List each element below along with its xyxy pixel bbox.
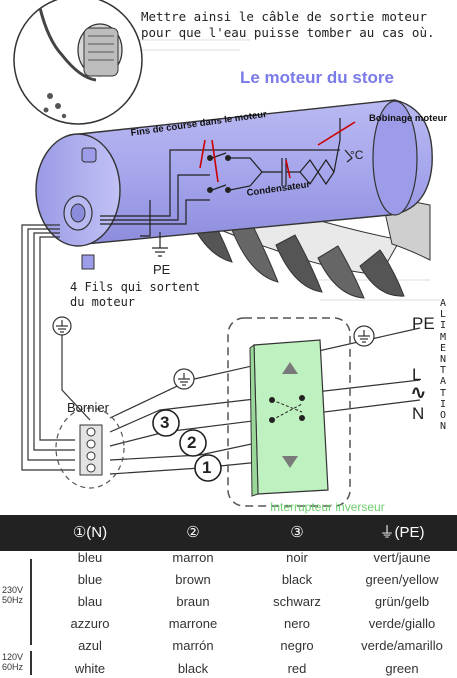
- header-col-pe: ⏚(PE): [379, 524, 425, 541]
- ac-symbol: ∿: [410, 382, 427, 404]
- table-cell: black: [177, 661, 209, 676]
- alimentation-letter: N: [440, 421, 447, 433]
- terminal-1: 1: [202, 458, 212, 477]
- table-cell: brown: [175, 572, 211, 587]
- bornier: [55, 407, 125, 489]
- table-cell: negro: [280, 638, 314, 653]
- alimentation-letter: T: [440, 365, 447, 377]
- interrupteur-label: Interrupteur inverseur: [270, 500, 385, 514]
- header-col-2: ②: [186, 524, 200, 541]
- table-cell: marrone: [168, 616, 218, 631]
- background-hatching: [135, 39, 440, 301]
- supply-pe-label: PE: [412, 314, 435, 333]
- table-cell: green/yellow: [365, 572, 439, 587]
- alimentation-letter: T: [440, 387, 447, 399]
- bobinage-label: Bobinage moteur: [369, 113, 448, 124]
- alimentation-letter: A: [440, 376, 447, 388]
- alimentation-letter: A: [440, 298, 447, 309]
- table-cell: nero: [283, 616, 311, 631]
- table-cell: azul: [78, 638, 102, 653]
- callout-line-2: pour que l'eau puisse tomber au cas où.: [141, 25, 435, 40]
- table-cell: verde/amarillo: [361, 638, 443, 653]
- table-cell: bleu: [77, 550, 103, 565]
- bracket-230: [30, 559, 32, 645]
- terminal-2: 2: [187, 433, 197, 452]
- bracket-120: [30, 651, 32, 675]
- table-cell: vert/jaune: [373, 550, 431, 565]
- terminal-markers: [152, 409, 222, 482]
- terminal-3: 3: [160, 413, 170, 432]
- wire-color-table: ①(N) ② ③ ⏚(PE) 230V 50Hz 120V 60Hz bleu m…: [0, 515, 457, 678]
- alimentation-letter: I: [440, 398, 447, 410]
- fils-label-line-2: du moteur: [70, 295, 136, 309]
- table-cell: green: [385, 661, 419, 676]
- motor: [35, 99, 433, 270]
- alimentation-letter: I: [440, 320, 447, 332]
- alimentation-letter: E: [440, 342, 447, 354]
- table-cell: azzuro: [70, 616, 110, 631]
- table-cell: marrón: [172, 638, 214, 653]
- alimentation-letter: N: [440, 354, 447, 366]
- motor-internal-schematic: [100, 118, 353, 257]
- table-cell: marron: [172, 550, 214, 565]
- switch-enclosure: [227, 317, 351, 507]
- bornier-label: Bornier: [67, 400, 109, 415]
- table-cell: red: [287, 661, 307, 676]
- table-header: ①(N) ② ③ ⏚(PE): [0, 515, 457, 551]
- supply-l-label: L: [412, 365, 422, 384]
- temperature-label: °C: [350, 148, 364, 162]
- fils-label-line-1: 4 Fils qui sortent: [70, 280, 201, 294]
- table-cell: verde/giallo: [368, 616, 436, 631]
- alimentation-letter: O: [440, 410, 447, 422]
- table-cell: blue: [77, 572, 103, 587]
- header-col-n: ①(N): [72, 524, 108, 541]
- callout-line-1: Mettre ainsi le câble de sortie moteur: [141, 9, 427, 24]
- switch: [249, 339, 329, 497]
- table-cell: braun: [176, 594, 210, 609]
- motor-wires: [21, 224, 91, 471]
- callout-magnifier: [13, 0, 143, 125]
- table-cell: noir: [286, 550, 308, 565]
- voltage-230: 230V 50Hz: [2, 585, 24, 605]
- header-col-3: ③: [290, 524, 304, 541]
- alimentation-letter: L: [440, 309, 447, 321]
- table-cell: black: [281, 572, 313, 587]
- motor-title: Le moteur du store: [240, 68, 394, 87]
- table-cell: white: [74, 661, 106, 676]
- voltage-120: 120V 60Hz: [2, 652, 24, 672]
- wiring-diagram: Mettre ainsi le câble de sortie moteur p…: [13, 0, 448, 514]
- table-cell: grün/gelb: [374, 594, 430, 609]
- table-cell: blau: [77, 594, 103, 609]
- label-arrows: [111, 17, 356, 183]
- supply-n-label: N: [412, 404, 425, 423]
- table-cell: schwarz: [273, 594, 321, 609]
- alimentation-letter: M: [440, 331, 447, 343]
- pe-motor-label: PE: [153, 262, 171, 277]
